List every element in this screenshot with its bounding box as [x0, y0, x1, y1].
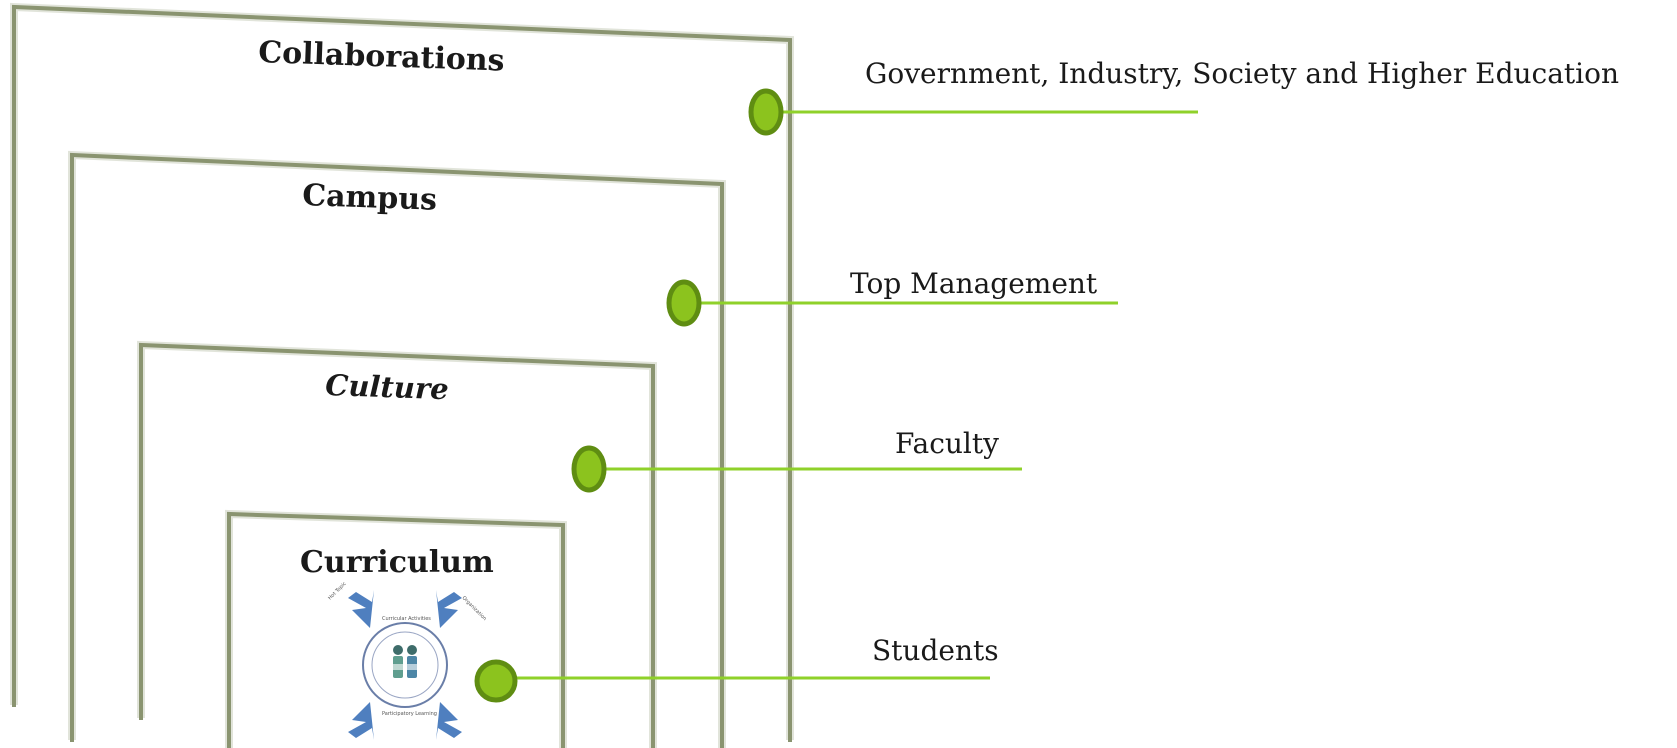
- campus-frame: Campus: [68, 150, 726, 748]
- curriculum-frame: Curriculum: [225, 509, 567, 748]
- connector-curriculum: [474, 659, 990, 703]
- stakeholder-label-culture: Faculty: [895, 427, 999, 460]
- collaborations-title: Collaborations: [258, 35, 505, 79]
- svg-text:Participatory Learning: Participatory Learning: [382, 711, 437, 717]
- svg-text:Hot Topic: Hot Topic: [327, 581, 348, 602]
- stakeholder-label-curriculum: Students: [872, 634, 999, 667]
- svg-text:Curricular Activities: Curricular Activities: [382, 616, 431, 622]
- marker-dot-icon: [666, 279, 702, 327]
- stakeholder-label-collaborations: Government, Industry, Society and Higher…: [865, 57, 1619, 90]
- culture-title: Culture: [325, 368, 450, 406]
- connector-collaborations: [748, 88, 1198, 136]
- curriculum-title: Curriculum: [300, 545, 494, 580]
- students-people-icon: [387, 645, 423, 678]
- marker-dot-icon: [474, 659, 518, 703]
- stakeholder-label-campus: Top Management: [850, 267, 1098, 300]
- collaborations-frame: Collaborations: [10, 2, 794, 742]
- culture-frame: Culture: [137, 340, 657, 748]
- svg-text:Organization: Organization: [461, 595, 488, 622]
- marker-dot-icon: [571, 445, 607, 493]
- connector-campus: [666, 279, 1118, 327]
- marker-dot-icon: [748, 88, 784, 136]
- connector-culture: [571, 445, 1022, 493]
- campus-title: Campus: [302, 178, 438, 218]
